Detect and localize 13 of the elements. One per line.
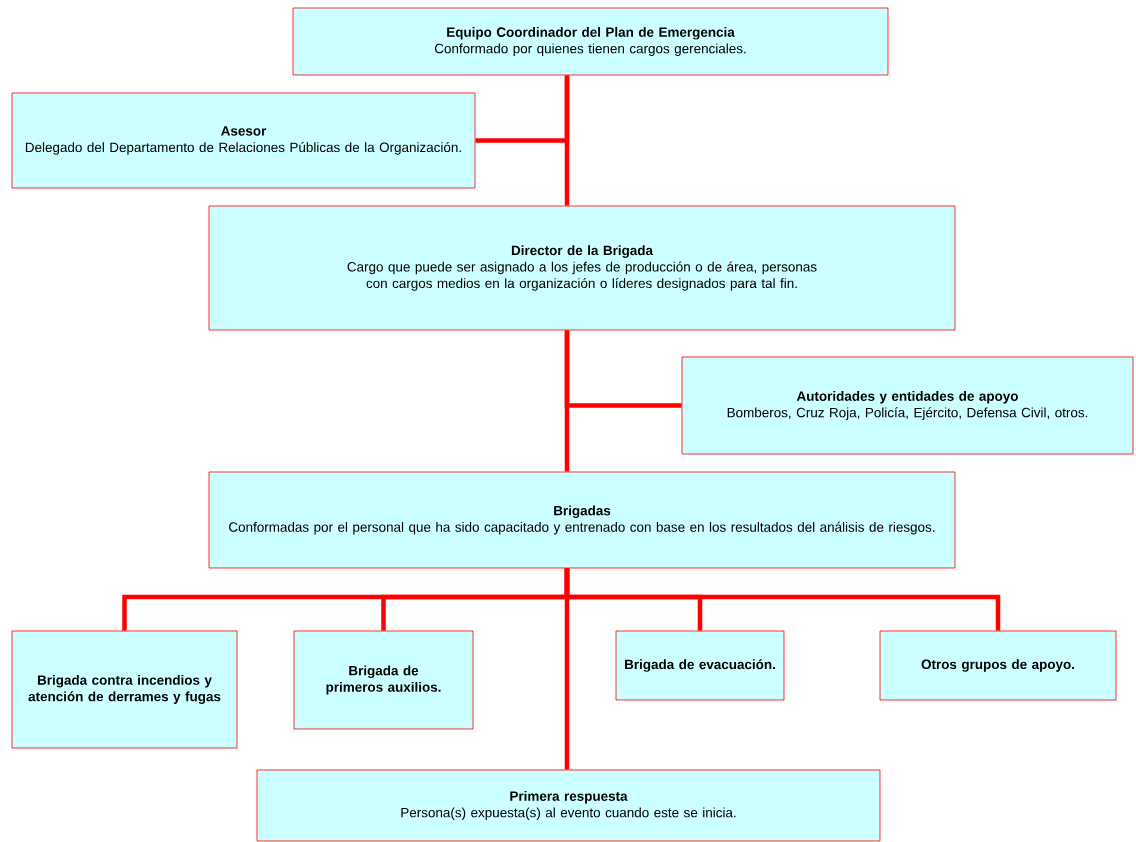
- org-box: Primera respuesta Persona(s) expuesta(s) al evento cuando este se inicia.: [256, 769, 881, 842]
- org-box: Autoridades y entidades de apoyo Bomberos, Cruz Roja, Policía, Ejército, Defensa Civil, otros.: [681, 356, 1134, 455]
- org-box: Otros grupos de apoyo.: [879, 630, 1117, 701]
- org-box: Director de la Brigada Cargo que puede ser asignado a los jefes de producción o de área, personas con cargos medios en la organización o líderes designados para tal fin.: [208, 205, 956, 331]
- connector-line: [564, 568, 570, 770]
- org-box: Brigada contra incendios y atención de derrames y fugas: [11, 630, 238, 749]
- connector-line: [564, 330, 570, 472]
- org-box: Brigada de evacuación.: [615, 630, 785, 701]
- org-box: Brigadas Conformadas por el personal que ha sido capacitado y entrenado con base en los resultados del análisis de riesgos.: [208, 471, 956, 569]
- org-box: Brigada de primeros auxilios.: [293, 630, 474, 730]
- org-box: Asesor Delegado del Departamento de Relaciones Públicas de la Organización.: [11, 92, 476, 189]
- org-box: Equipo Coordinador del Plan de Emergencia Conformado por quienes tienen cargos gerenciales.: [292, 7, 889, 76]
- connector-line: [564, 75, 570, 206]
